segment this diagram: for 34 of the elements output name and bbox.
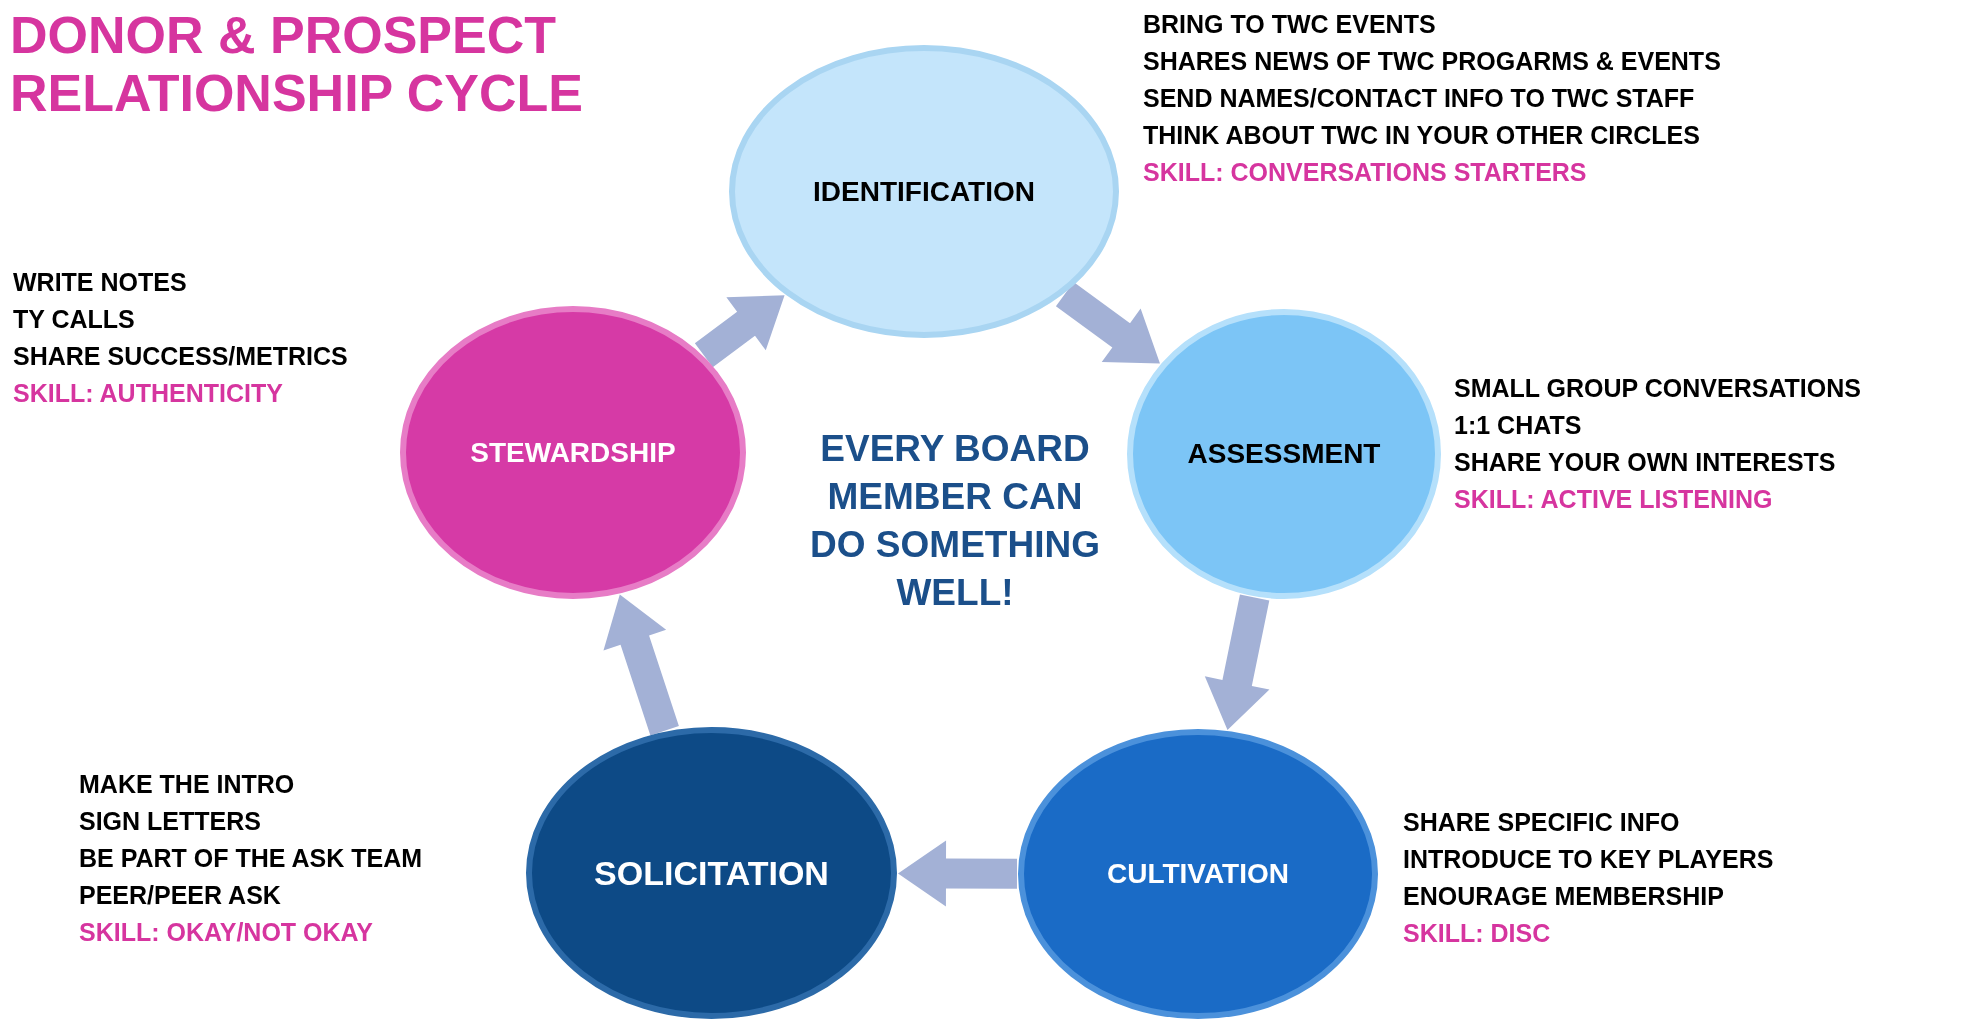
action-text: PEER/PEER ASK (79, 880, 281, 911)
title: DONOR & PROSPECT RELATIONSHIP CYCLE (10, 6, 584, 122)
skill-text: SKILL: AUTHENTICITY (13, 378, 283, 409)
action-text: BRING TO TWC EVENTS (1143, 9, 1436, 40)
block-arrow (603, 594, 679, 736)
action-text: SHARE YOUR OWN INTERESTS (1454, 447, 1836, 478)
stage-label: IDENTIFICATION (812, 175, 1036, 208)
action-text: SHARE SPECIFIC INFO (1403, 807, 1680, 838)
action-text: SHARES NEWS OF TWC PROGARMS & EVENTS (1143, 46, 1721, 77)
stage-label: CULTIVATION (1106, 858, 1290, 890)
stage-label: ASSESSMENT (1186, 438, 1382, 470)
action-text: SMALL GROUP CONVERSATIONS (1454, 373, 1861, 404)
block-arrow (1055, 282, 1160, 364)
skill-text: SKILL: ACTIVE LISTENING (1454, 484, 1773, 515)
action-text: 1:1 CHATS (1454, 410, 1582, 441)
skill-text: SKILL: OKAY/NOT OKAY (79, 917, 374, 948)
block-arrow (694, 295, 785, 368)
skill-text: SKILL: CONVERSATIONS STARTERS (1143, 157, 1587, 188)
action-text: MAKE THE INTRO (79, 769, 295, 800)
action-text: SHARE SUCCESS/METRICS (13, 341, 348, 372)
action-text: TY CALLS (13, 304, 135, 335)
action-text: SEND NAMES/CONTACT INFO TO TWC STAFF (1143, 83, 1695, 114)
stage-label: STEWARDSHIP (469, 436, 677, 469)
skill-text: SKILL: DISC (1403, 918, 1551, 949)
stage-label: SOLICITATION (593, 853, 830, 893)
center-message: EVERY BOARD MEMBER CAN DO SOMETHING WELL! (809, 427, 1101, 615)
action-text: BE PART OF THE ASK TEAM (79, 843, 423, 874)
action-text: INTRODUCE TO KEY PLAYERS (1403, 844, 1774, 875)
action-text: THINK ABOUT TWC IN YOUR OTHER CIRCLES (1143, 120, 1700, 151)
block-arrow (1204, 594, 1270, 730)
action-text: WRITE NOTES (13, 267, 187, 298)
action-text: ENOURAGE MEMBERSHIP (1403, 881, 1724, 912)
action-text: SIGN LETTERS (79, 806, 261, 837)
block-arrow (898, 840, 1018, 907)
